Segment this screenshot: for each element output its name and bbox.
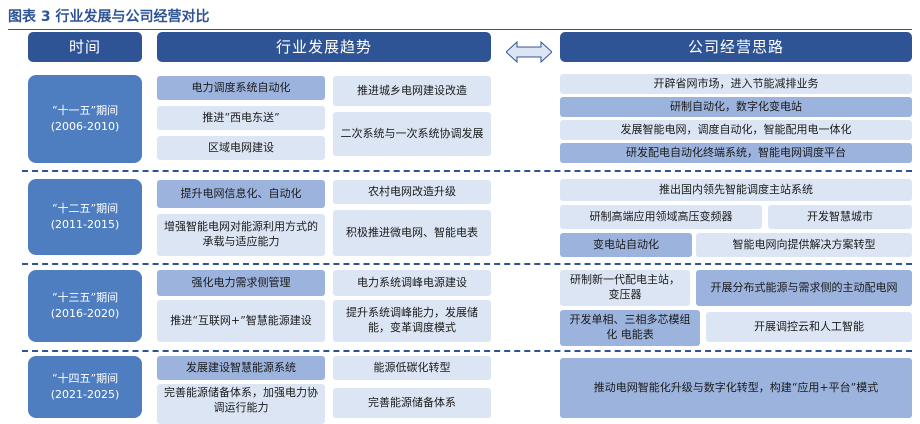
industry-item: 电力系统调峰电源建设 — [333, 270, 491, 296]
company-item: 研制自动化，数字化变电站 — [560, 97, 912, 117]
period-name: “十一五”期间 — [51, 103, 119, 117]
period-name: “十二五”期间 — [51, 201, 119, 215]
industry-item: 增强智能电网对能源利用方式的承载与适应能力 — [157, 214, 325, 256]
company-item: 开辟省网市场，进入节能减排业务 — [560, 74, 912, 94]
period-years: (2021-2025) — [50, 388, 120, 401]
industry-item: 二次系统与一次系统协调发展 — [333, 112, 491, 156]
double-arrow-icon — [506, 40, 552, 64]
industry-item: 发展建设智慧能源系统 — [157, 356, 325, 380]
industry-item: 电力调度系统自动化 — [157, 76, 325, 100]
company-item: 研制新一代配电主站，变压器 — [560, 270, 690, 306]
period-years: (2016-2020) — [50, 307, 120, 320]
period-13th-five-year: “十三五”期间 (2016-2020) — [28, 270, 142, 342]
company-item: 开展分布式能源与需求侧的主动配电网 — [696, 270, 912, 306]
industry-item: 农村电网改造升级 — [333, 180, 491, 204]
period-divider — [22, 263, 912, 265]
period-divider — [22, 350, 912, 352]
period-11th-five-year: “十一五”期间 (2006-2010) — [28, 75, 142, 163]
company-item: 变电站自动化 — [560, 233, 692, 257]
company-item: 发展智能电网，调度自动化，智能配用电一体化 — [560, 120, 912, 140]
industry-item: 提升系统调峰能力，发展储能，变革调度模式 — [333, 300, 491, 342]
industry-item: 积极推进微电网、智能电表 — [333, 210, 491, 256]
industry-item: 推进“互联网+”智慧能源建设 — [157, 300, 325, 342]
industry-item: 提升电网信息化、自动化 — [157, 180, 325, 208]
company-item: 推出国内领先智能调度主站系统 — [560, 179, 912, 201]
industry-item: 推进城乡电网建设改造 — [333, 76, 491, 106]
company-item: 推动电网智能化升级与数字化转型，构建“应用+平台”模式 — [560, 358, 912, 418]
header-time: 时间 — [28, 32, 142, 62]
title-underline — [8, 29, 912, 30]
industry-item: 区域电网建设 — [157, 136, 325, 160]
company-item: 智能电网向提供解决方案转型 — [696, 233, 912, 257]
industry-item: 强化电力需求侧管理 — [157, 270, 325, 296]
figure-title: 图表 3 行业发展与公司经营对比 — [8, 9, 210, 25]
period-name: “十四五”期间 — [51, 371, 119, 385]
company-item: 开发单相、三相多芯模组化 电能表 — [560, 310, 700, 346]
period-name: “十三五”期间 — [51, 290, 119, 304]
industry-item: 推进“西电东送” — [157, 106, 325, 130]
period-years: (2006-2010) — [50, 120, 120, 133]
company-item: 开发智慧城市 — [768, 205, 912, 229]
company-item: 研发配电自动化终端系统，智能电网调度平台 — [560, 143, 912, 163]
industry-item: 能源低碳化转型 — [333, 356, 491, 380]
period-years: (2011-2015) — [50, 218, 120, 231]
period-divider — [22, 170, 912, 172]
header-industry-trend: 行业发展趋势 — [157, 32, 491, 62]
industry-item: 完善能源储备体系，加强电力协调运行能力 — [157, 384, 325, 424]
period-12th-five-year: “十二五”期间 (2011-2015) — [28, 179, 142, 255]
company-item: 开展调控云和人工智能 — [706, 312, 912, 342]
period-14th-five-year: “十四五”期间 (2021-2025) — [28, 356, 142, 418]
industry-item: 完善能源储备体系 — [333, 388, 491, 418]
header-company-strategy: 公司经营思路 — [560, 32, 912, 62]
company-item: 研制高端应用领域高压变频器 — [560, 205, 762, 229]
